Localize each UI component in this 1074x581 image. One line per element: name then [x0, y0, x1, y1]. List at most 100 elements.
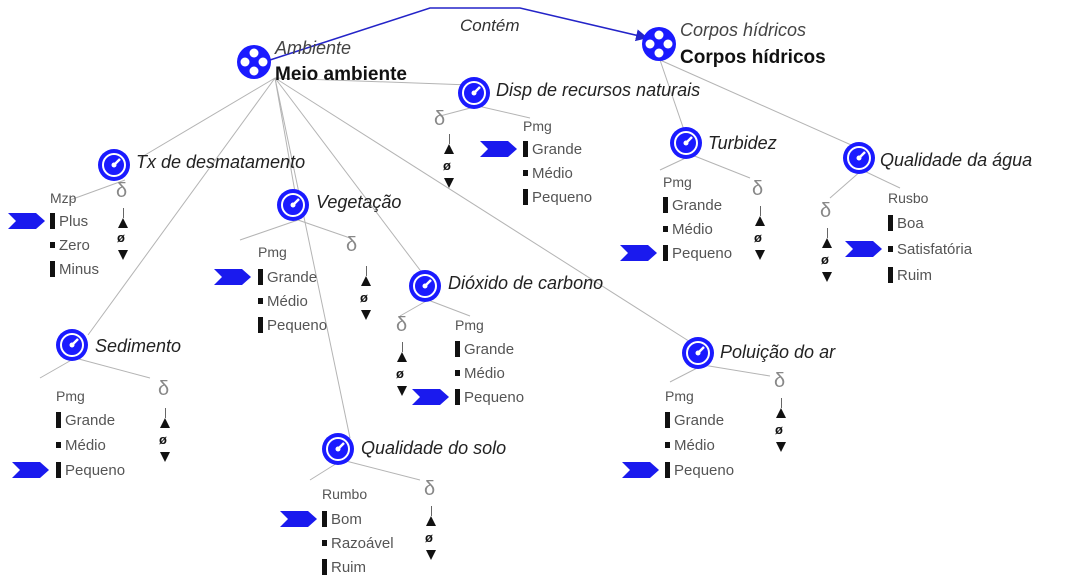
current-value-marker — [412, 389, 449, 405]
value-zero[interactable]: Zero — [50, 234, 90, 256]
quantity-label: Dióxido de carbono — [448, 273, 604, 293]
gauge-icon — [277, 189, 309, 221]
value-medio[interactable]: Médio — [455, 362, 505, 384]
quantity-space-label: Pmg — [665, 388, 694, 404]
value-medio[interactable]: Médio — [258, 290, 308, 312]
value-razoavel[interactable]: Razoável — [322, 532, 394, 554]
derivative-delta: δ — [774, 370, 786, 392]
quantity-label: Tx de desmatamento — [136, 152, 306, 172]
derivative-delta: δ — [396, 314, 408, 336]
quantity-space-label: Rusbo — [888, 190, 929, 206]
link-ambiente-solo — [274, 77, 351, 439]
entity-definition-ambiente: Meio ambiente — [275, 64, 407, 85]
gauge-icon — [409, 270, 441, 302]
derivative-stack[interactable]: ø — [117, 208, 130, 270]
current-value-marker — [12, 462, 49, 478]
value-pequeno[interactable]: Pequeno — [56, 459, 125, 481]
quantity-label: Poluição do ar — [720, 342, 836, 362]
derivative-delta: δ — [424, 478, 436, 500]
gauge-icon — [458, 77, 490, 109]
value-boa[interactable]: Boa — [888, 212, 924, 234]
gauge-icon — [670, 127, 702, 159]
link-corpos-agua — [659, 59, 859, 149]
derivative-stack[interactable]: ø — [821, 228, 834, 292]
quantity-label: Turbidez — [708, 133, 777, 153]
current-value-marker — [622, 462, 659, 478]
value-pequeno[interactable]: Pequeno — [258, 314, 327, 336]
value-medio[interactable]: Médio — [665, 434, 715, 456]
quantity-space-label: Pmg — [56, 388, 85, 404]
link-ambiente-dioxido — [274, 77, 427, 279]
derivative-stack[interactable]: ø — [775, 398, 788, 462]
value-grande[interactable]: Grande — [663, 194, 722, 216]
value-pequeno[interactable]: Pequeno — [665, 459, 734, 481]
derivative-stack[interactable]: ø — [425, 506, 438, 570]
derivative-delta: δ — [752, 178, 764, 200]
quantity-space-label: Pmg — [258, 244, 287, 260]
derivative-delta: δ — [158, 378, 170, 400]
value-medio[interactable]: Médio — [663, 218, 713, 240]
entity-icon[interactable] — [641, 26, 677, 62]
current-value-marker — [214, 269, 251, 285]
derivative-stack[interactable]: ø — [159, 408, 172, 472]
derivative-delta: δ — [346, 234, 358, 256]
link-ambiente-poluicao — [274, 77, 696, 346]
quantity-space-label: Pmg — [523, 118, 552, 134]
current-value-marker — [480, 141, 517, 157]
entity-name-ambiente: Ambiente — [275, 38, 352, 58]
link-ambiente-vegetacao — [274, 77, 296, 193]
relation-label: Contém — [460, 16, 520, 35]
gauge-icon — [322, 433, 354, 465]
gauge-icon — [98, 149, 130, 181]
quantity-label: Qualidade do solo — [361, 438, 507, 458]
entity-definition-corpos: Corpos hídricos — [680, 47, 826, 68]
relation-arrow — [269, 7, 649, 61]
quantity-space-label: Pmg — [663, 174, 692, 190]
quantity-space-label: Pmg — [455, 317, 484, 333]
entity-icon[interactable] — [236, 44, 272, 80]
gauge-icon — [682, 337, 714, 369]
derivative-stack[interactable]: ø — [396, 342, 409, 406]
derivative-stack[interactable]: ø — [754, 206, 767, 270]
value-grande[interactable]: Grande — [665, 409, 724, 431]
value-ruim[interactable]: Ruim — [322, 556, 366, 578]
value-grande[interactable]: Grande — [455, 338, 514, 360]
value-satisfatoria[interactable]: Satisfatória — [888, 238, 972, 260]
link-ambiente-sedimento — [87, 77, 276, 336]
derivative-stack[interactable]: ø — [360, 266, 373, 330]
value-pequeno[interactable]: Pequeno — [663, 242, 732, 264]
quantity-label: Vegetação — [316, 192, 402, 212]
current-value-marker — [845, 241, 882, 257]
link-corpos-turbidez — [659, 59, 686, 134]
quantity-label: Sedimento — [95, 336, 182, 356]
link-ambiente-desmatamento — [139, 77, 276, 159]
value-medio[interactable]: Médio — [56, 434, 106, 456]
quantity-label: Qualidade da água — [880, 150, 1033, 170]
gauge-icon — [843, 142, 875, 174]
quantity-space-label: Rumbo — [322, 486, 368, 502]
link-ambiente-disp — [274, 77, 471, 86]
current-value-marker — [280, 511, 317, 527]
value-medio[interactable]: Médio — [523, 162, 573, 184]
current-value-marker — [8, 213, 45, 229]
value-plus[interactable]: Plus — [50, 210, 88, 232]
entity-name-corpos: Corpos hídricos — [680, 20, 807, 40]
value-pequeno[interactable]: Pequeno — [523, 186, 592, 208]
quantity-space-label: Mzp — [50, 190, 77, 206]
value-pequeno[interactable]: Pequeno — [455, 386, 524, 408]
value-grande[interactable]: Grande — [523, 138, 582, 160]
value-grande[interactable]: Grande — [56, 409, 115, 431]
quantity-label: Disp de recursos naturais — [496, 80, 701, 100]
value-grande[interactable]: Grande — [258, 266, 317, 288]
derivative-delta: δ — [116, 180, 128, 202]
derivative-stack[interactable]: ø — [443, 134, 456, 198]
derivative-delta: δ — [434, 108, 446, 130]
gauge-icon — [56, 329, 88, 361]
value-minus[interactable]: Minus — [50, 258, 99, 280]
current-value-marker — [620, 245, 657, 261]
value-bom[interactable]: Bom — [322, 508, 362, 530]
value-ruim[interactable]: Ruim — [888, 264, 932, 286]
derivative-delta: δ — [820, 200, 832, 222]
